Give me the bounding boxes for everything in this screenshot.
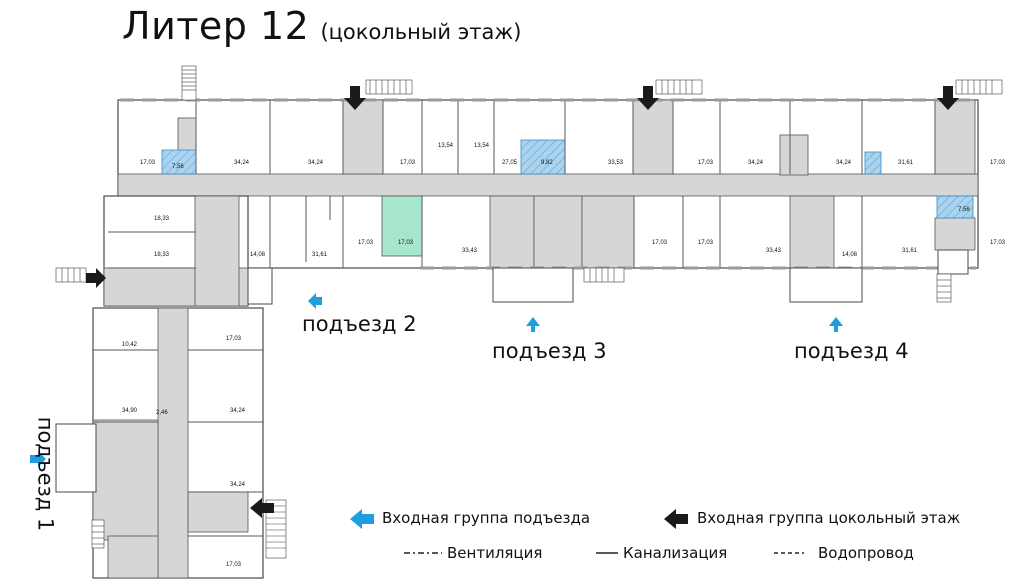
area-label: 14,08 xyxy=(250,252,266,258)
black-arrow-down-3 xyxy=(937,86,959,110)
entrance-arrows xyxy=(30,293,843,529)
title-sub: (цокольный этаж) xyxy=(320,20,522,44)
area-label: 34,90 xyxy=(122,408,138,414)
area-label: 13,54 xyxy=(474,143,490,149)
legend-basement-entrance: Входная группа цокольный этаж xyxy=(697,509,961,527)
walls-upper xyxy=(195,100,936,268)
blue-arrow-up-4 xyxy=(829,317,843,332)
area-label: 17,03 xyxy=(140,160,156,166)
blue-arrow-left xyxy=(308,293,322,309)
lower-wing xyxy=(55,307,264,579)
legend-black-arrow xyxy=(664,509,688,529)
area-label: 31,61 xyxy=(902,248,918,254)
blue-arrow-up-3 xyxy=(526,317,540,332)
legend-ventilation: Вентиляция xyxy=(447,544,543,562)
area-label: 17,03 xyxy=(226,562,242,568)
area-label: 17,03 xyxy=(398,240,414,246)
entrance-4-label: подъезд 4 xyxy=(794,339,909,363)
area-label: 33,43 xyxy=(462,248,478,254)
annexes xyxy=(247,249,969,305)
area-label: 17,03 xyxy=(652,240,668,246)
area-label: 7,56 xyxy=(958,207,970,213)
area-label: 7,56 xyxy=(172,164,184,170)
area-label: 17,03 xyxy=(990,240,1006,246)
area-label: 31,61 xyxy=(312,252,328,258)
area-label: 17,03 xyxy=(358,240,374,246)
bathrooms xyxy=(143,139,974,423)
entrance-1-label: подъезд 1 xyxy=(33,416,58,532)
basement-entrance-arrows xyxy=(86,86,959,518)
legend-water: Водопровод xyxy=(818,544,914,562)
area-label: 34,24 xyxy=(234,160,250,166)
area-label: 17,03 xyxy=(400,160,416,166)
stairs xyxy=(55,65,1003,559)
black-arrow-right xyxy=(86,268,106,288)
area-label: 2,46 xyxy=(156,410,168,416)
black-arrow-left xyxy=(250,498,274,518)
area-label: 17,03 xyxy=(226,336,242,342)
area-label: 34,24 xyxy=(748,160,764,166)
area-label: 9,82 xyxy=(541,160,553,166)
legend-entrance-group: Входная группа подъезда xyxy=(382,509,591,527)
entrance-3-label: подъезд 3 xyxy=(492,339,607,363)
left-block-walls xyxy=(108,231,196,269)
area-label: 17,03 xyxy=(990,160,1006,166)
title-main: Литер 12 xyxy=(122,4,310,48)
area-label: 17,03 xyxy=(698,160,714,166)
green-room xyxy=(381,195,423,257)
entrance-2-label: подъезд 2 xyxy=(302,312,417,336)
legend-blue-arrow xyxy=(350,509,374,529)
page-title: Литер 12 (цокольный этаж) xyxy=(122,4,521,48)
blue-arrow-right-1 xyxy=(30,451,46,467)
area-label: 18,33 xyxy=(154,216,170,222)
area-label: 31,61 xyxy=(898,160,914,166)
legend-sewage: Канализация xyxy=(623,544,728,562)
black-arrow-down-2 xyxy=(637,86,659,110)
area-label: 14,08 xyxy=(842,252,858,258)
area-label: 33,43 xyxy=(766,248,782,254)
area-label: 18,33 xyxy=(154,252,170,258)
area-label: 34,24 xyxy=(836,160,852,166)
area-label: 13,54 xyxy=(438,143,454,149)
area-label: 27,05 xyxy=(502,160,518,166)
area-label: 33,53 xyxy=(608,160,624,166)
black-arrow-down-1 xyxy=(344,86,366,110)
area-label: 34,24 xyxy=(230,482,246,488)
left-block-shade xyxy=(103,195,249,307)
area-label: 34,24 xyxy=(230,408,246,414)
area-label: 34,24 xyxy=(308,160,324,166)
area-label: 10,42 xyxy=(122,342,138,348)
area-label: 17,03 xyxy=(698,240,714,246)
area-labels: 17,03 7,56 34,24 34,24 17,03 13,54 13,54… xyxy=(122,143,1006,568)
